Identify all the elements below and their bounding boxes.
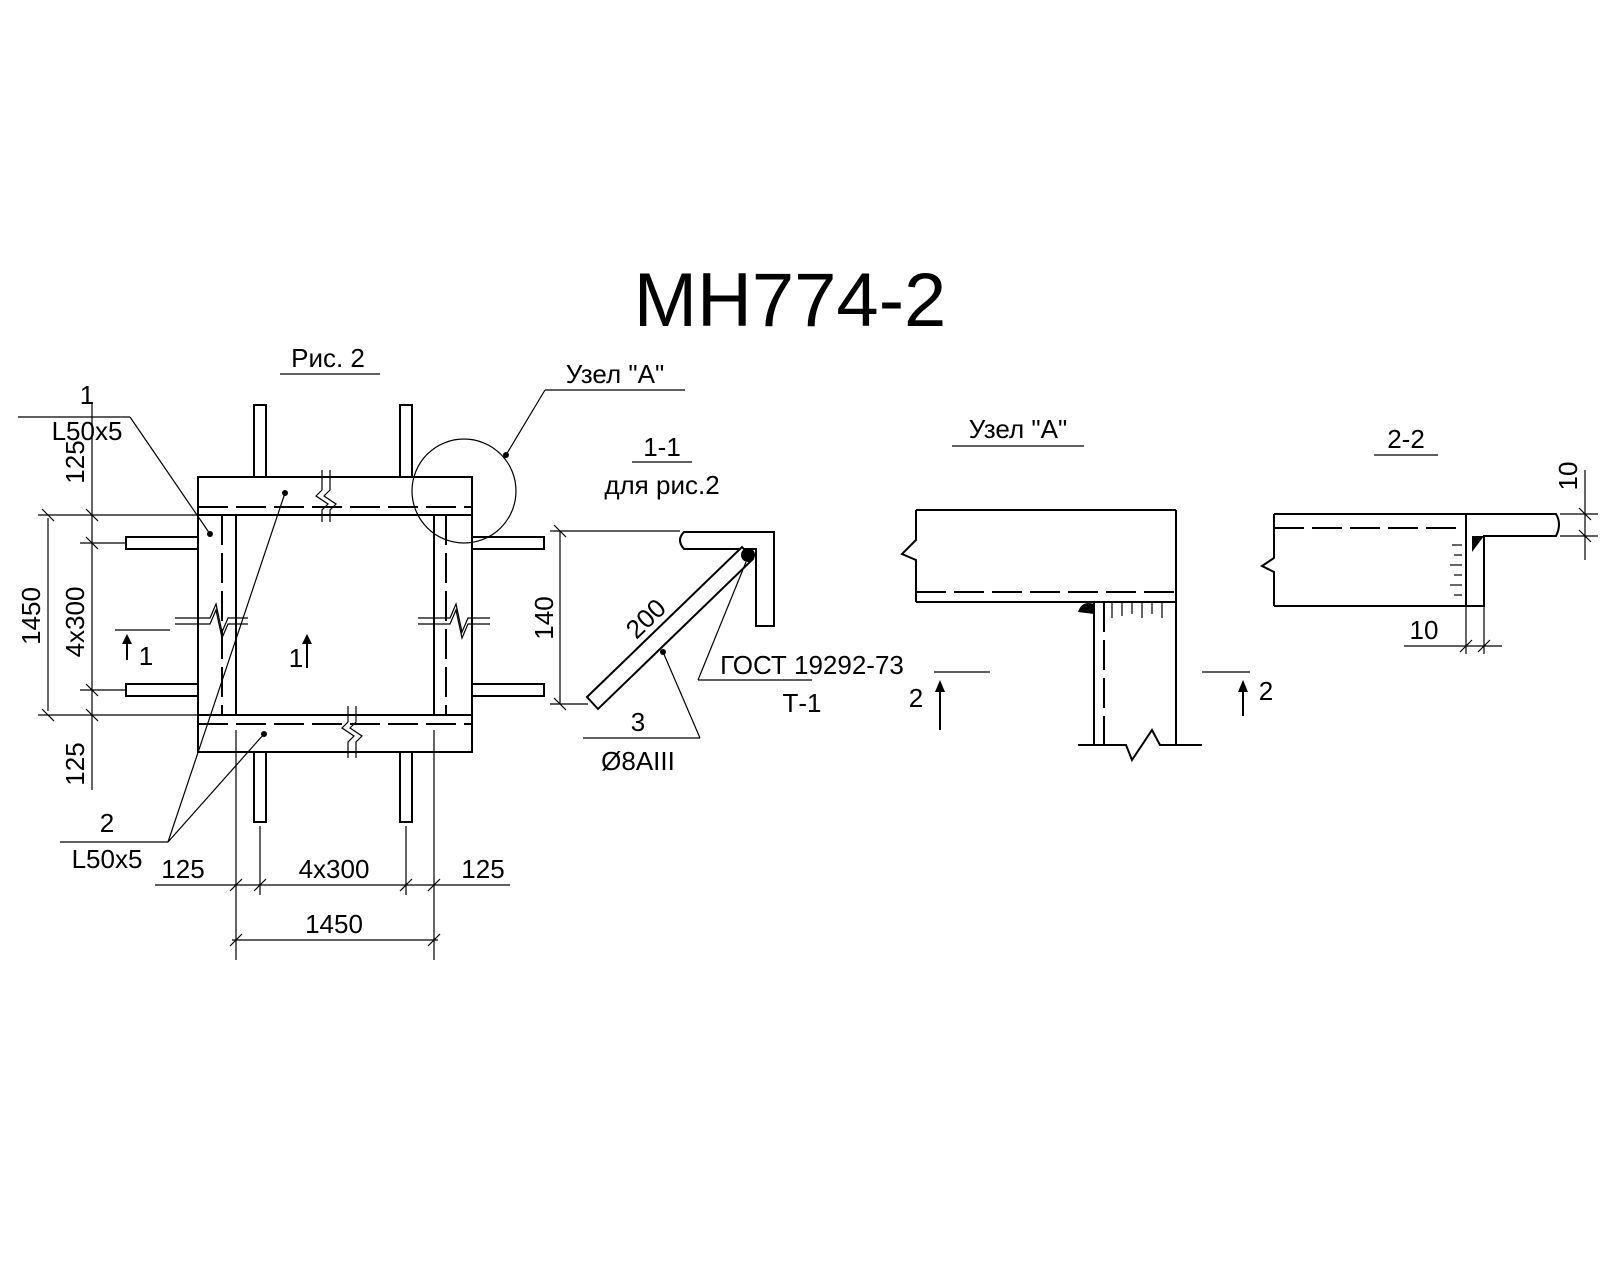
section-mark-2-right: 2 (1259, 676, 1273, 706)
node-a-title: Узел "А" (969, 414, 1067, 444)
dim-140: 140 (529, 596, 559, 639)
node-a-callout-label: Узел "А" (566, 359, 664, 389)
section-2-2-title: 2-2 (1387, 424, 1425, 454)
dim-bottom-125-v: 125 (60, 742, 90, 785)
dim-top-125-v: 125 (60, 440, 90, 483)
weld-ticks-2 (1450, 544, 1462, 596)
anchor-left-bottom (125, 683, 199, 697)
fig-2-plan: Рис. 2 (16, 343, 685, 960)
section-mark-1-inner: 1 (289, 643, 303, 673)
part-2-number: 2 (100, 808, 114, 838)
gost-standard: ГОСТ 19292-73 (720, 650, 904, 680)
anchor-top-right (399, 404, 413, 478)
part-3-number: 3 (631, 707, 645, 737)
weld-hatch (1111, 602, 1163, 618)
part-3-profile: Ø8AIII (601, 746, 675, 776)
rebar-diagonal (585, 545, 755, 711)
section-1-1: 1-1 для рис.2 140 200 3 Ø8AIII ГОСТ 1929… (529, 432, 904, 776)
section-mark-1-left: 1 (139, 641, 153, 671)
dim-1450-h: 1450 (305, 909, 363, 939)
gost-type: Т-1 (783, 688, 822, 718)
anchor-bottom-right (399, 751, 413, 823)
frame-outer (197, 476, 473, 753)
section-2-2: 2-2 10 10 (1260, 424, 1598, 654)
dim-right-125-h: 125 (461, 854, 504, 884)
dim-10-horizontal: 10 (1410, 615, 1439, 645)
dim-10-vertical: 10 (1553, 462, 1583, 491)
anchor-top-left (253, 404, 267, 478)
part-2-profile: L50x5 (72, 844, 143, 874)
dim-4x300-h: 4x300 (299, 854, 370, 884)
anchor-right-bottom (471, 683, 545, 697)
drawing-title: МН774-2 (634, 258, 947, 343)
section-mark-2-left: 2 (909, 683, 923, 713)
angle-profile (679, 531, 775, 627)
anchor-bottom-left (253, 751, 267, 823)
anchor-right-top (471, 536, 545, 550)
angle-profile-2 (1465, 513, 1560, 607)
dim-left-125-h: 125 (161, 854, 204, 884)
section-1-1-title: 1-1 (643, 432, 681, 462)
part-1-profile: L50x5 (52, 416, 123, 446)
part-1-number: 1 (80, 380, 94, 410)
node-a-detail: Узел "А" 2 2 (900, 414, 1273, 763)
dim-4x300-v: 4x300 (60, 587, 90, 658)
node-a-circle (411, 438, 517, 544)
anchor-left-top (125, 536, 199, 550)
dim-1450-v: 1450 (16, 587, 46, 645)
fig-label: Рис. 2 (291, 343, 365, 373)
section-1-1-subtitle: для рис.2 (604, 470, 719, 500)
